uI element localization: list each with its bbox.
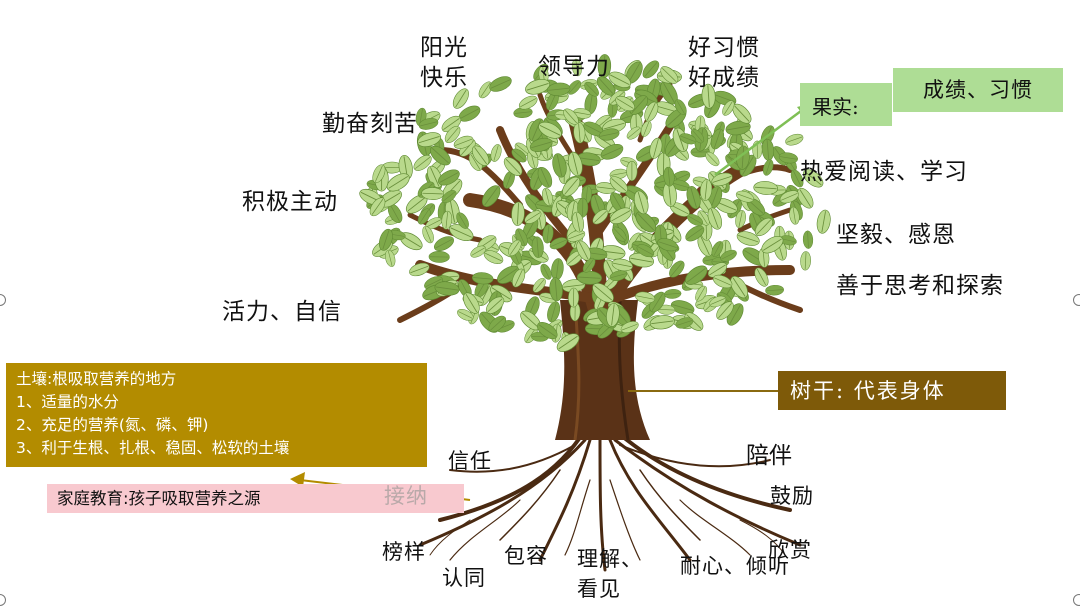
label-understand: 理解、 看见 <box>577 544 643 604</box>
label-appreciate: 欣赏 <box>768 538 812 562</box>
label-reading: 热爱阅读、学习 <box>800 159 968 185</box>
leaf <box>428 250 450 264</box>
label-proactive: 积极主动 <box>242 189 338 215</box>
fruit-value-box: 成绩、习惯 <box>893 68 1063 112</box>
leaf <box>549 257 566 282</box>
soil-line-3: 2、充足的营养(氮、磷、钾) <box>16 416 209 434</box>
label-sunny: 阳光 快乐 <box>420 33 468 93</box>
label-sunny-line2: 快乐 <box>420 65 468 91</box>
label-thinking: 善于思考和探索 <box>836 273 1004 299</box>
soil-info-box: 土壤:根吸取营养的地方 1、适量的水分 2、充足的营养(氮、磷、钾) 3、利于生… <box>6 363 427 467</box>
resize-handle-right[interactable] <box>1073 294 1080 306</box>
leaf <box>760 157 776 178</box>
leaf <box>431 233 457 255</box>
leaf <box>760 138 776 162</box>
trunk-label-box: 树干: 代表身体 <box>778 371 1006 410</box>
leaf <box>567 287 580 308</box>
label-role-model: 榜样 <box>382 540 426 564</box>
leaf <box>799 250 812 271</box>
label-patience: 耐心、倾听 <box>680 554 790 578</box>
label-diligent: 勤奋刻苦 <box>322 111 418 137</box>
leaf <box>486 73 515 95</box>
label-sunny-line1: 阳光 <box>420 35 468 61</box>
soil-line-4: 3、利于生根、扎根、稳固、松软的土壤 <box>16 439 290 457</box>
roots <box>418 428 802 572</box>
label-recognize: 认同 <box>442 566 486 590</box>
soil-line-2: 1、适量的水分 <box>16 393 119 411</box>
label-understand-line1: 理解、 <box>577 547 643 571</box>
resize-handle-bottom-right[interactable] <box>1073 594 1080 606</box>
soil-line-1: 土壤:根吸取营养的地方 <box>16 370 177 388</box>
label-habits-line2: 好成绩 <box>688 65 760 91</box>
label-leadership: 领导力 <box>538 54 610 80</box>
label-tolerance: 包容 <box>504 544 548 568</box>
label-habits: 好习惯 好成绩 <box>688 33 760 93</box>
label-understand-line2: 看见 <box>577 577 621 601</box>
leaf <box>783 131 805 148</box>
label-encourage: 鼓励 <box>770 484 814 508</box>
leaf <box>752 180 779 196</box>
label-perseverance: 坚毅、感恩 <box>836 222 956 248</box>
label-accept: 接纳 <box>384 484 428 508</box>
fruit-label-box: 果实: <box>800 83 892 126</box>
label-vitality: 活力、自信 <box>222 299 342 325</box>
family-education-box: 家庭教育:孩子吸取营养之源 <box>47 484 464 513</box>
label-trust: 信任 <box>448 449 492 473</box>
leaf <box>764 284 785 297</box>
leaf <box>663 288 682 300</box>
leaf <box>626 160 638 182</box>
label-habits-line1: 好习惯 <box>688 35 760 61</box>
leaf <box>814 208 833 235</box>
leaf <box>802 230 814 250</box>
leaf-canopy <box>356 53 833 356</box>
label-company: 陪伴 <box>746 443 792 469</box>
